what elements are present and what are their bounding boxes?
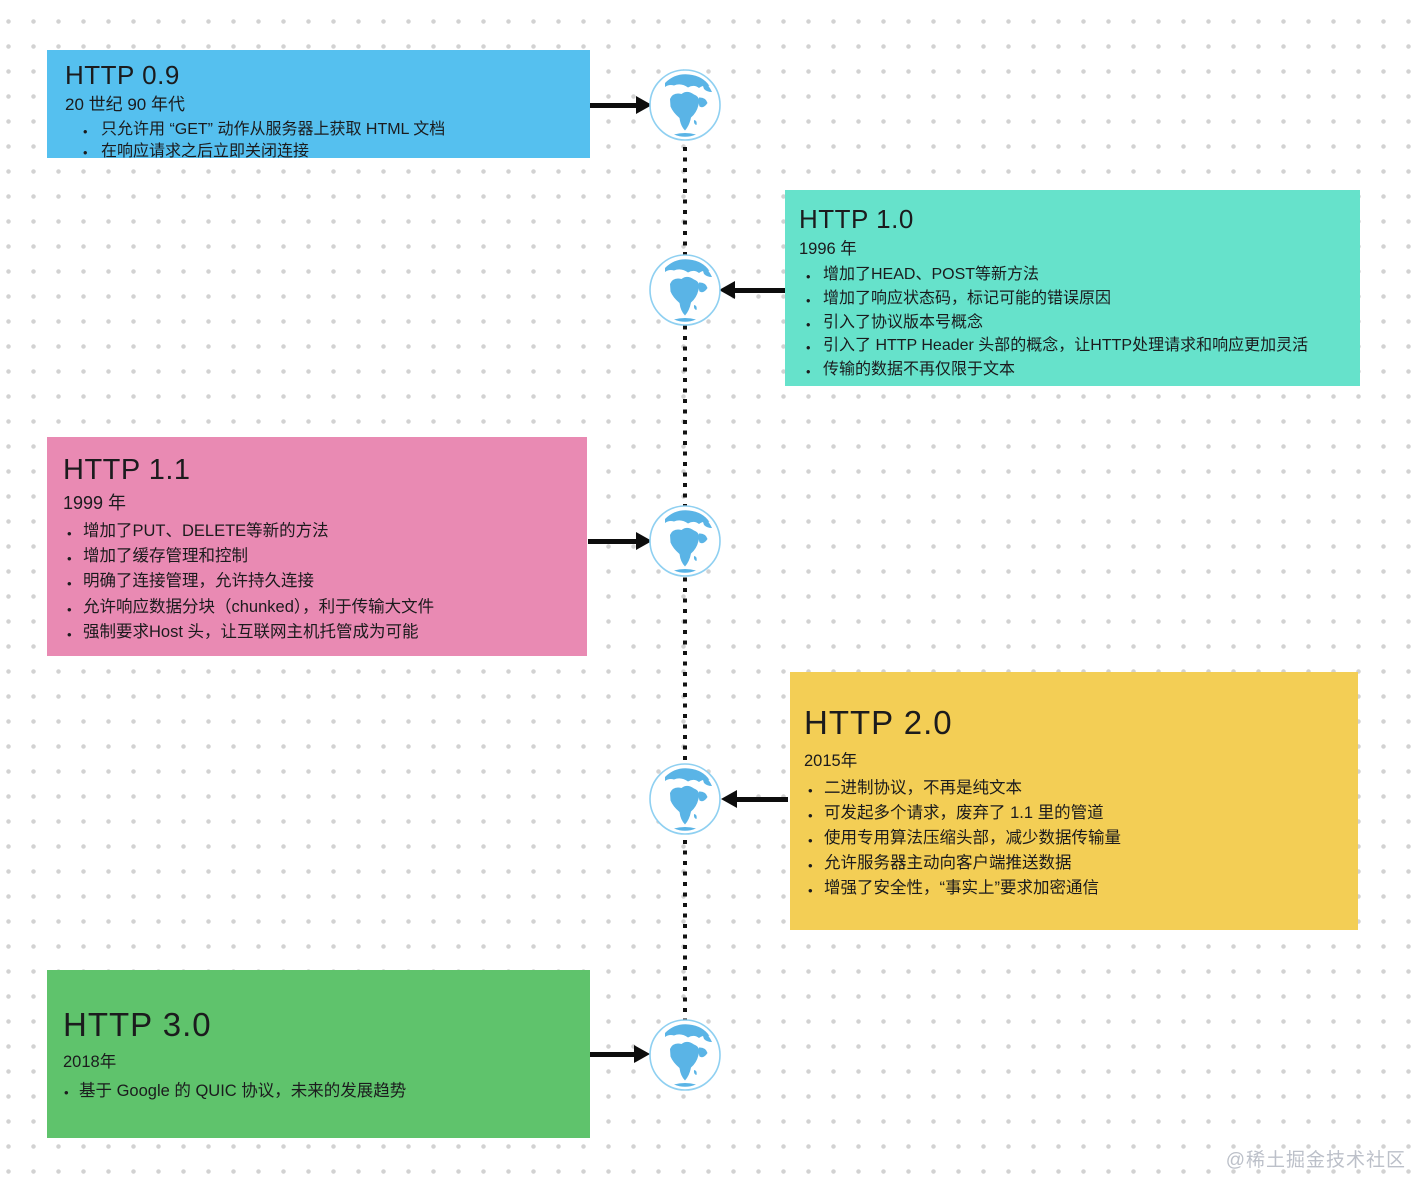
arrow-connector-http09 bbox=[588, 96, 652, 114]
card-bullet: 增强了安全性，“事实上”要求加密通信 bbox=[804, 876, 1346, 903]
globe-icon bbox=[648, 504, 722, 578]
globe-icon bbox=[648, 68, 722, 142]
watermark: @稀土掘金技术社区 bbox=[1225, 1150, 1406, 1171]
card-title: HTTP 3.0 bbox=[63, 1006, 212, 1043]
arrow-head-left-icon bbox=[721, 790, 737, 808]
card-bullets: 增加了HEAD、POST等新方法增加了响应状态码，标记可能的错误原因引入了协议版… bbox=[799, 263, 1348, 384]
card-bullet: 引入了协议版本号概念 bbox=[799, 311, 1348, 336]
card-bullet: 可发起多个请求，废弃了 1.1 里的管道 bbox=[804, 801, 1346, 828]
card-title: HTTP 1.1 bbox=[63, 454, 191, 486]
timeline-dotted-line bbox=[683, 105, 687, 1055]
arrow-shaft bbox=[589, 1051, 634, 1057]
card-bullet: 增加了HEAD、POST等新方法 bbox=[799, 263, 1348, 289]
card-bullet: 只允许用 “GET” 动作从服务器上获取 HTML 文档 bbox=[65, 119, 572, 142]
card-bullet: 在响应请求之后立即关闭连接 bbox=[65, 141, 572, 163]
arrow-connector-http11 bbox=[588, 532, 652, 550]
card-period: 2018年 bbox=[63, 1053, 117, 1071]
card-title: HTTP 2.0 bbox=[804, 704, 953, 741]
arrow-shaft bbox=[588, 102, 636, 108]
timeline-card-http11: HTTP 1.1 1999 年 增加了PUT、DELETE等新的方法增加了缓存管… bbox=[47, 437, 587, 656]
timeline-card-http30: HTTP 3.0 2018年 基于 Google 的 QUIC 协议，未来的发展… bbox=[47, 970, 590, 1138]
card-bullet: 二进制协议，不再是纯文本 bbox=[804, 776, 1346, 803]
arrow-connector-http30 bbox=[589, 1045, 650, 1063]
card-bullet: 强制要求Host 头，让互联网主机托管成为可能 bbox=[63, 620, 573, 647]
arrow-shaft bbox=[737, 796, 788, 802]
card-bullet: 增加了缓存管理和控制 bbox=[63, 544, 573, 571]
card-bullets: 增加了PUT、DELETE等新的方法增加了缓存管理和控制明确了连接管理，允许持久… bbox=[63, 519, 573, 647]
card-period: 2015年 bbox=[804, 752, 858, 770]
card-bullets: 二进制协议，不再是纯文本可发起多个请求，废弃了 1.1 里的管道使用专用算法压缩… bbox=[804, 776, 1346, 903]
arrow-head-left-icon bbox=[719, 281, 735, 299]
card-title: HTTP 0.9 bbox=[65, 60, 180, 90]
timeline-card-http20: HTTP 2.0 2015年 二进制协议，不再是纯文本可发起多个请求，废弃了 1… bbox=[790, 672, 1358, 930]
arrow-shaft bbox=[588, 538, 636, 544]
card-bullet: 增加了PUT、DELETE等新的方法 bbox=[63, 519, 573, 546]
card-bullet: 传输的数据不再仅限于文本 bbox=[799, 358, 1348, 384]
globe-icon bbox=[648, 762, 722, 836]
card-period: 20 世纪 90 年代 bbox=[65, 95, 185, 114]
card-bullet: 明确了连接管理，允许持久连接 bbox=[63, 569, 573, 596]
card-bullet: 引入了 HTTP Header 头部的概念，让HTTP处理请求和响应更加灵活 bbox=[799, 334, 1348, 360]
card-bullet: 基于 Google 的 QUIC 协议，未来的发展趋势 bbox=[63, 1078, 576, 1106]
arrow-head-right-icon bbox=[636, 96, 652, 114]
card-bullet: 使用专用算法压缩头部，减少数据传输量 bbox=[804, 826, 1346, 853]
card-bullet: 允许响应数据分块（chunked），利于传输大文件 bbox=[63, 595, 573, 622]
globe-icon bbox=[648, 253, 722, 327]
timeline-card-http09: HTTP 0.9 20 世纪 90 年代 只允许用 “GET” 动作从服务器上获… bbox=[47, 50, 590, 163]
card-bullets: 基于 Google 的 QUIC 协议，未来的发展趋势 bbox=[63, 1078, 576, 1106]
card-period: 1996 年 bbox=[799, 240, 857, 258]
card-period: 1999 年 bbox=[63, 493, 127, 513]
timeline-card-http10: HTTP 1.0 1996 年 增加了HEAD、POST等新方法增加了响应状态码… bbox=[785, 190, 1360, 386]
arrow-connector-http10 bbox=[719, 281, 785, 299]
card-bullets: 只允许用 “GET” 动作从服务器上获取 HTML 文档在响应请求之后立即关闭连… bbox=[65, 119, 572, 164]
arrow-head-right-icon bbox=[634, 1045, 650, 1063]
globe-icon bbox=[648, 1018, 722, 1092]
arrow-shaft bbox=[735, 287, 785, 293]
arrow-head-right-icon bbox=[636, 532, 652, 550]
arrow-connector-http20 bbox=[721, 790, 788, 808]
card-title: HTTP 1.0 bbox=[799, 204, 914, 234]
card-bullet: 允许服务器主动向客户端推送数据 bbox=[804, 851, 1346, 878]
card-bullet: 增加了响应状态码，标记可能的错误原因 bbox=[799, 287, 1348, 313]
